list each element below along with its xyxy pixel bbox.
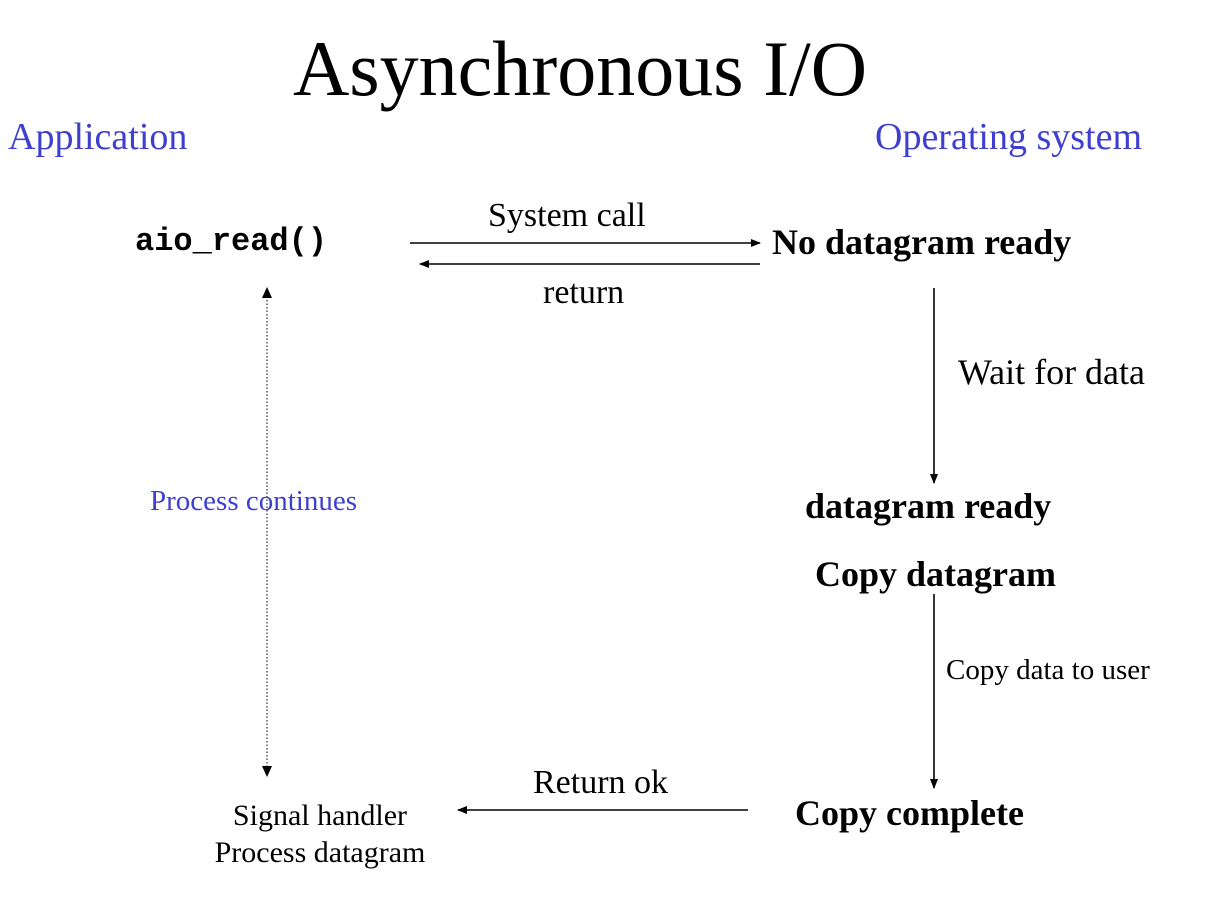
arrowhead-down — [262, 766, 272, 777]
state-datagram-ready: datagram ready — [805, 486, 1052, 526]
signal-handler-text: Signal handler — [232, 799, 408, 832]
diagram-title: Asynchronous I/O — [292, 25, 868, 112]
process-datagram-text: Process datagram — [214, 836, 426, 869]
state-copy-datagram: Copy datagram — [815, 554, 1056, 594]
return-ok-label: Return ok — [533, 764, 669, 801]
application-column-label: Application — [8, 116, 188, 158]
return-label: return — [543, 274, 625, 311]
state-no-datagram-ready: No datagram ready — [772, 222, 1072, 262]
aio-read-call: aio_read() — [135, 223, 328, 260]
state-copy-complete: Copy complete — [795, 793, 1024, 833]
os-column-label: Operating system — [875, 116, 1143, 158]
copy-data-to-user-label: Copy data to user — [946, 654, 1150, 686]
signal-handler-block: Signal handler Process datagram — [180, 797, 460, 871]
arrowhead-up — [262, 287, 272, 298]
process-continues-label: Process continues — [150, 485, 357, 517]
system-call-label: System call — [488, 197, 646, 234]
wait-for-data-label: Wait for data — [958, 352, 1146, 392]
